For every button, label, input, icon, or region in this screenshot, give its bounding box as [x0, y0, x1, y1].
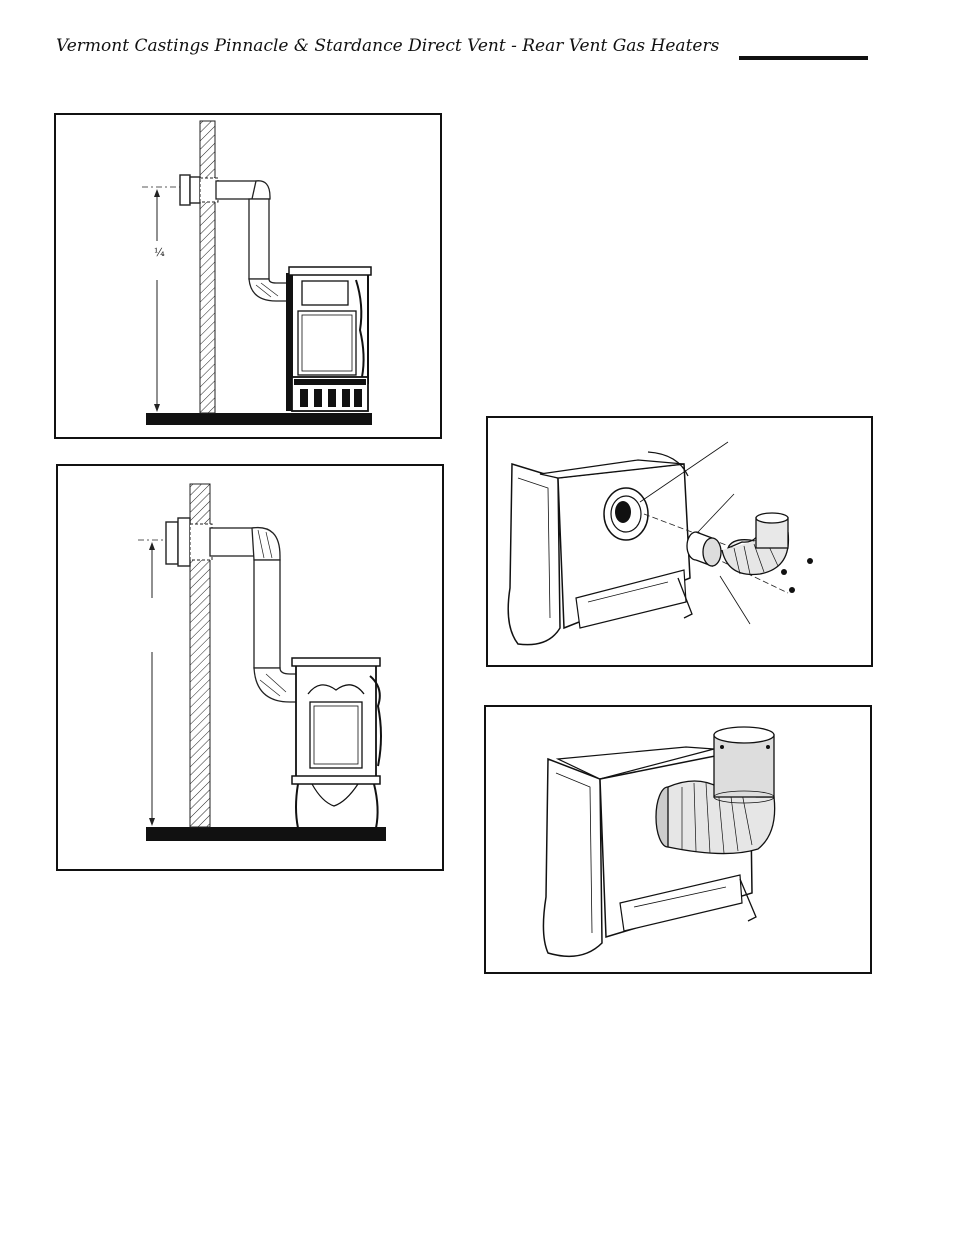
page-header-title: Vermont Castings Pinnacle & Stardance Di… [56, 36, 720, 56]
figure-vent-collar-assembly-exploded [486, 416, 873, 667]
stardance-vent-diagram [138, 483, 386, 841]
wall-section [199, 120, 216, 414]
screw-icon [807, 558, 813, 564]
assembled-diagram [542, 726, 776, 958]
dimension-label: ¼ [154, 246, 165, 259]
floor [146, 413, 372, 425]
header-rule [739, 56, 868, 60]
screw-icon [789, 587, 795, 593]
stardance-stove [291, 657, 382, 829]
figure-pinnacle-rear-vent: ¼ [54, 113, 442, 439]
figure-vent-collar-assembled [484, 705, 872, 974]
exploded-assembly-diagram [507, 441, 813, 646]
pinnacle-vent-diagram: ¼ [142, 120, 372, 425]
floor [146, 827, 386, 841]
pinnacle-stove [286, 266, 372, 412]
figure-stardance-rear-vent [56, 464, 444, 871]
screw-icon [781, 569, 787, 575]
wall-section [189, 483, 211, 828]
